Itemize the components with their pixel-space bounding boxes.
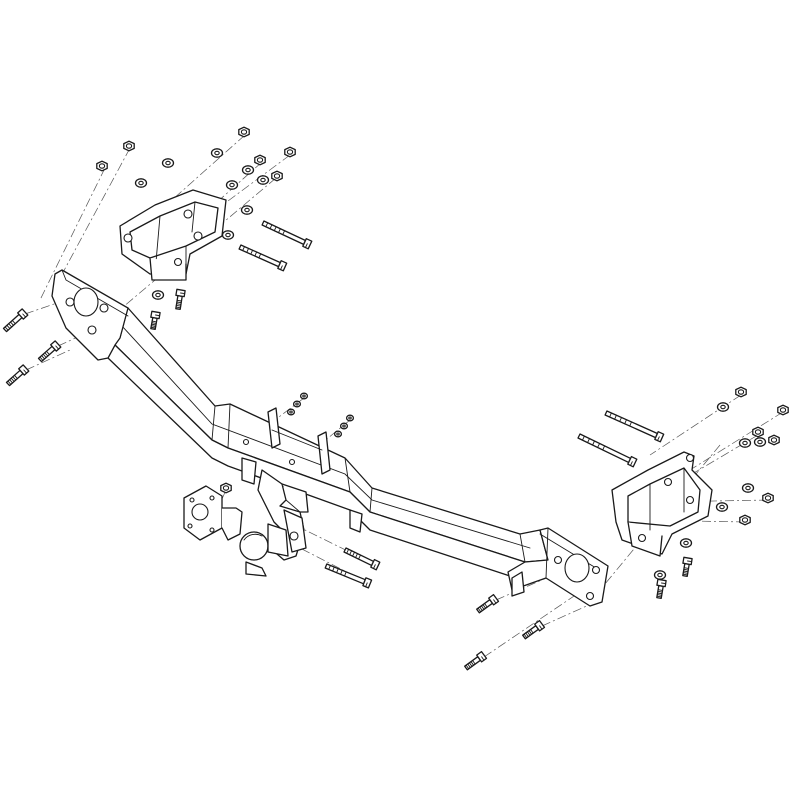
small-nut	[345, 414, 355, 422]
flat-washer	[753, 437, 767, 447]
hex-bolt	[150, 310, 161, 331]
small-nut	[333, 430, 343, 438]
flat-washer	[715, 502, 729, 512]
hex-bolt	[604, 410, 665, 443]
flat-washer	[716, 402, 730, 412]
hex-bolt	[656, 578, 667, 600]
main-cross-beam	[107, 307, 549, 581]
hex-bolt	[238, 244, 288, 272]
hex-nut	[238, 126, 250, 138]
tow-ball-neck	[257, 469, 309, 561]
flat-washer	[241, 165, 255, 175]
hex-bolt	[682, 556, 693, 578]
assembly-guide-lines	[24, 134, 784, 658]
hex-bolt	[5, 364, 30, 387]
flat-washer	[161, 158, 175, 168]
small-nut	[286, 408, 296, 416]
hex-bolt	[464, 650, 488, 671]
left-end-plate	[51, 269, 129, 361]
socket-bracket-plate	[183, 485, 243, 541]
hex-nut	[96, 160, 108, 172]
flat-washer	[225, 180, 239, 190]
hex-nut	[284, 146, 296, 158]
hex-bolt	[175, 288, 186, 310]
left-mounting-bracket	[119, 189, 227, 281]
hex-nut	[752, 426, 764, 438]
small-nuts-group	[286, 392, 355, 438]
flat-washer	[240, 205, 254, 215]
centre-mounting-tabs	[241, 407, 363, 533]
small-nut	[299, 392, 309, 400]
flat-washer	[210, 148, 224, 158]
hex-bolt	[343, 547, 381, 571]
hex-nut	[271, 170, 283, 182]
hex-bolt	[476, 593, 500, 614]
hex-bolt	[522, 619, 546, 640]
nuts-group	[96, 126, 789, 526]
flat-washer	[738, 438, 752, 448]
hex-nut	[768, 434, 780, 446]
hex-nut	[739, 514, 751, 526]
flat-washer	[134, 178, 148, 188]
tow-ball	[239, 523, 289, 577]
hex-bolt	[577, 433, 638, 468]
flat-washer	[256, 175, 270, 185]
hex-bolt	[2, 308, 29, 333]
bolts-group	[2, 220, 693, 671]
small-nut	[339, 422, 349, 430]
hex-nut	[254, 154, 266, 166]
flat-washer	[679, 538, 693, 548]
hex-bolt	[261, 220, 313, 250]
flat-washer	[741, 483, 755, 493]
right-end-plate	[507, 527, 609, 607]
hex-bolt	[37, 340, 62, 363]
flat-washer	[221, 230, 235, 240]
hex-nut	[220, 482, 232, 494]
small-nut	[292, 400, 302, 408]
hex-bolt	[324, 563, 373, 589]
hex-nut	[123, 140, 135, 152]
hex-nut	[777, 404, 789, 416]
right-mounting-bracket	[611, 451, 713, 557]
hex-nut	[762, 492, 774, 504]
washers-group	[134, 148, 767, 580]
flat-washer	[151, 290, 165, 300]
flat-washer	[653, 570, 667, 580]
hex-nut	[735, 386, 747, 398]
